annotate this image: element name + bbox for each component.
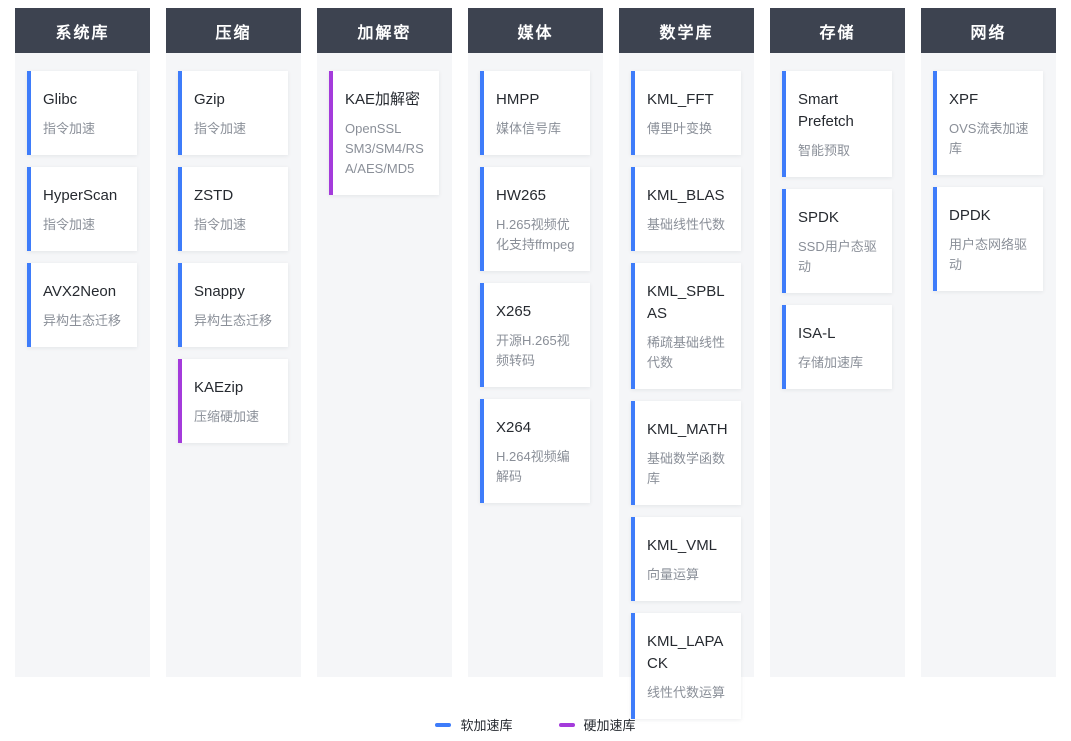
category-column-7: 网络 XPF OVS流表加速库 DPDK 用户态网络驱动 bbox=[921, 8, 1056, 677]
library-description: SSD用户态驱动 bbox=[798, 239, 877, 274]
library-card-kml_spblas: KML_SPBLAS 稀疏基础线性代数 bbox=[631, 263, 741, 389]
category-header: 压缩 bbox=[166, 8, 301, 53]
library-description: H.264视频编解码 bbox=[496, 449, 570, 484]
library-description: 傅里叶变换 bbox=[647, 121, 713, 136]
category-header: 网络 bbox=[921, 8, 1056, 53]
library-name: KAEzip bbox=[194, 379, 244, 396]
category-header: 存储 bbox=[770, 8, 905, 53]
library-description: 稀疏基础线性代数 bbox=[647, 335, 726, 370]
library-card-kml_vml: KML_VML 向量运算 bbox=[631, 517, 741, 601]
category-header: 系统库 bbox=[15, 8, 150, 53]
card-list: KAE加解密 OpenSSL SM3/SM4/RSA/AES/MD5 bbox=[317, 53, 452, 195]
library-description: 媒体信号库 bbox=[496, 121, 562, 136]
library-description: 智能预取 bbox=[798, 143, 851, 158]
library-name: KAE加解密 bbox=[345, 91, 421, 108]
library-name: SPDK bbox=[798, 209, 839, 226]
library-name: XPF bbox=[949, 91, 979, 108]
library-card-kml_math: KML_MATH 基础数学函数库 bbox=[631, 401, 741, 505]
library-name: KML_BLAS bbox=[647, 187, 725, 204]
library-name: KML_LAPACK bbox=[647, 633, 724, 672]
legend-label: 硬加速库 bbox=[583, 718, 636, 733]
library-card-gzip: Gzip 指令加速 bbox=[178, 71, 288, 155]
library-card-spdk: SPDK SSD用户态驱动 bbox=[782, 189, 892, 293]
library-name: KML_MATH bbox=[647, 421, 728, 438]
category-column-2: 压缩 Gzip 指令加速 ZSTD 指令加速 Snappy 异构生态迁移 KAE… bbox=[166, 8, 301, 677]
library-card-hw265: HW265 H.265视频优化支持ffmpeg bbox=[480, 167, 590, 271]
library-name: ISA-L bbox=[798, 325, 836, 342]
library-card-isa-l: ISA-L 存储加速库 bbox=[782, 305, 892, 389]
library-description: 基础数学函数库 bbox=[647, 451, 726, 486]
card-list: Gzip 指令加速 ZSTD 指令加速 Snappy 异构生态迁移 KAEzip… bbox=[166, 53, 301, 443]
category-column-4: 媒体 HMPP 媒体信号库 HW265 H.265视频优化支持ffmpeg X2… bbox=[468, 8, 603, 677]
library-card-glibc: Glibc 指令加速 bbox=[27, 71, 137, 155]
library-name: AVX2Neon bbox=[43, 283, 117, 300]
library-card-kae: KAE加解密 OpenSSL SM3/SM4/RSA/AES/MD5 bbox=[329, 71, 439, 195]
legend-swatch-hard-icon bbox=[558, 722, 575, 727]
library-card-hyperscan: HyperScan 指令加速 bbox=[27, 167, 137, 251]
library-description: OpenSSL SM3/SM4/RSA/AES/MD5 bbox=[345, 121, 424, 176]
category-header: 加解密 bbox=[317, 8, 452, 53]
library-card-x264: X264 H.264视频编解码 bbox=[480, 399, 590, 503]
category-header: 数学库 bbox=[619, 8, 754, 53]
library-description: 压缩硬加速 bbox=[194, 409, 260, 424]
library-description: 指令加速 bbox=[43, 121, 96, 136]
library-description: H.265视频优化支持ffmpeg bbox=[496, 217, 575, 252]
library-card-dpdk: DPDK 用户态网络驱动 bbox=[933, 187, 1043, 291]
library-description: 用户态网络驱动 bbox=[949, 237, 1028, 272]
library-name: X265 bbox=[496, 303, 532, 320]
library-description: 异构生态迁移 bbox=[194, 313, 273, 328]
library-name: KML_FFT bbox=[647, 91, 714, 108]
library-name: ZSTD bbox=[194, 187, 234, 204]
library-name: HyperScan bbox=[43, 187, 118, 204]
category-column-5: 数学库 KML_FFT 傅里叶变换 KML_BLAS 基础线性代数 KML_SP… bbox=[619, 8, 754, 719]
library-name: DPDK bbox=[949, 207, 991, 224]
library-description: 存储加速库 bbox=[798, 355, 864, 370]
library-description: OVS流表加速库 bbox=[949, 121, 1029, 156]
card-list: XPF OVS流表加速库 DPDK 用户态网络驱动 bbox=[921, 53, 1056, 291]
library-description: 异构生态迁移 bbox=[43, 313, 122, 328]
library-card-xpf: XPF OVS流表加速库 bbox=[933, 71, 1043, 175]
library-card-smartprefetch: Smart Prefetch 智能预取 bbox=[782, 71, 892, 177]
library-card-zstd: ZSTD 指令加速 bbox=[178, 167, 288, 251]
legend: 软加速库 硬加速库 bbox=[0, 715, 1071, 734]
category-column-3: 加解密 KAE加解密 OpenSSL SM3/SM4/RSA/AES/MD5 bbox=[317, 8, 452, 677]
library-name: Snappy bbox=[194, 283, 245, 300]
library-name: HMPP bbox=[496, 91, 540, 108]
library-name: KML_VML bbox=[647, 537, 718, 554]
library-name: Gzip bbox=[194, 91, 225, 108]
library-card-avx2neon: AVX2Neon 异构生态迁移 bbox=[27, 263, 137, 347]
library-name: KML_SPBLAS bbox=[647, 283, 725, 322]
library-description: 线性代数运算 bbox=[647, 685, 726, 700]
library-card-kml_blas: KML_BLAS 基础线性代数 bbox=[631, 167, 741, 251]
category-column-6: 存储 Smart Prefetch 智能预取 SPDK SSD用户态驱动 ISA… bbox=[770, 8, 905, 677]
card-list: Smart Prefetch 智能预取 SPDK SSD用户态驱动 ISA-L … bbox=[770, 53, 905, 389]
library-card-kaezip: KAEzip 压缩硬加速 bbox=[178, 359, 288, 443]
library-columns: 系统库 Glibc 指令加速 HyperScan 指令加速 AVX2Neon 异… bbox=[15, 8, 1056, 719]
card-list: HMPP 媒体信号库 HW265 H.265视频优化支持ffmpeg X265 … bbox=[468, 53, 603, 503]
library-card-x265: X265 开源H.265视频转码 bbox=[480, 283, 590, 387]
library-description: 指令加速 bbox=[43, 217, 96, 232]
category-header: 媒体 bbox=[468, 8, 603, 53]
library-name: Smart Prefetch bbox=[798, 91, 854, 130]
library-card-kml_fft: KML_FFT 傅里叶变换 bbox=[631, 71, 741, 155]
library-name: X264 bbox=[496, 419, 532, 436]
library-description: 指令加速 bbox=[194, 121, 247, 136]
library-name: HW265 bbox=[496, 187, 547, 204]
legend-item-hard: 硬加速库 bbox=[558, 715, 636, 734]
library-description: 开源H.265视频转码 bbox=[496, 333, 570, 368]
card-list: Glibc 指令加速 HyperScan 指令加速 AVX2Neon 异构生态迁… bbox=[15, 53, 150, 347]
library-card-snappy: Snappy 异构生态迁移 bbox=[178, 263, 288, 347]
library-description: 基础线性代数 bbox=[647, 217, 726, 232]
legend-label: 软加速库 bbox=[460, 718, 513, 733]
legend-swatch-soft-icon bbox=[435, 722, 452, 727]
category-column-1: 系统库 Glibc 指令加速 HyperScan 指令加速 AVX2Neon 异… bbox=[15, 8, 150, 677]
legend-item-soft: 软加速库 bbox=[435, 715, 513, 734]
library-card-hmpp: HMPP 媒体信号库 bbox=[480, 71, 590, 155]
library-description: 指令加速 bbox=[194, 217, 247, 232]
library-name: Glibc bbox=[43, 91, 78, 108]
card-list: KML_FFT 傅里叶变换 KML_BLAS 基础线性代数 KML_SPBLAS… bbox=[619, 53, 754, 719]
library-description: 向量运算 bbox=[647, 567, 700, 582]
library-card-kml_lapack: KML_LAPACK 线性代数运算 bbox=[631, 613, 741, 719]
